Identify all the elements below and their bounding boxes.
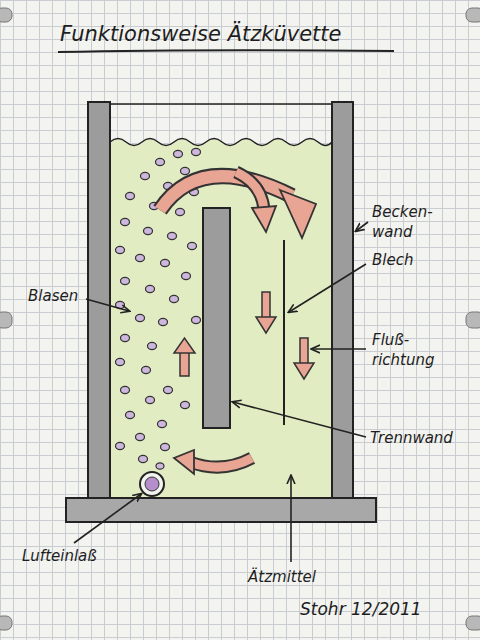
part-label: Trennwand bbox=[370, 428, 453, 448]
etchant-liquid bbox=[110, 139, 332, 499]
air-inlet-core bbox=[145, 477, 159, 491]
part-label: Ätzmittel bbox=[248, 567, 316, 587]
binder-rings bbox=[0, 8, 480, 630]
liquid-surface bbox=[110, 139, 332, 146]
tank-base bbox=[66, 498, 376, 522]
part-label: Becken- wand bbox=[372, 202, 444, 243]
title-underline bbox=[58, 50, 394, 52]
flow-arrows bbox=[160, 172, 316, 474]
air-inlet bbox=[140, 472, 164, 496]
part-label: Blasen bbox=[28, 286, 78, 306]
part-label: Fluß- richtung bbox=[372, 330, 452, 371]
metal-sheet bbox=[283, 240, 285, 425]
separation-wall bbox=[203, 208, 230, 428]
part-label: Lufteinlaß bbox=[22, 546, 97, 566]
signature: Stohr 12/2011 bbox=[300, 598, 422, 621]
tank-rim bbox=[110, 103, 332, 105]
diagram-title: Funktionsweise Ätzküvette bbox=[60, 20, 341, 48]
tank-wall bbox=[332, 102, 353, 498]
part-label: Blech bbox=[372, 250, 413, 270]
air-bubbles bbox=[116, 148, 201, 469]
leader-lines bbox=[74, 222, 368, 562]
